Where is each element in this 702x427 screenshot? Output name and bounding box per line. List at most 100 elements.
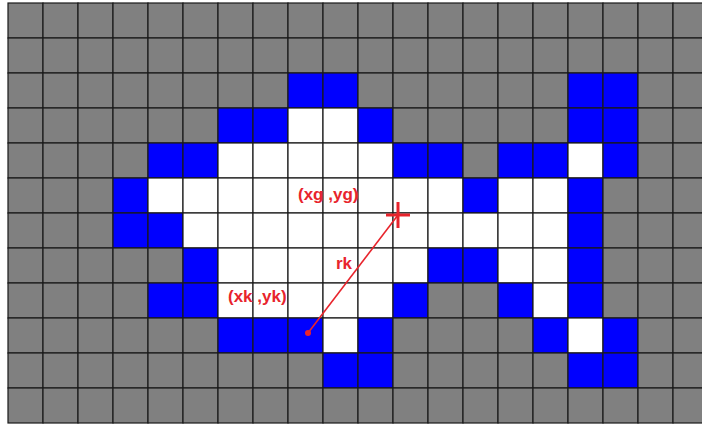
background-pixel	[113, 388, 148, 423]
background-pixel	[253, 3, 288, 38]
object-pixel	[288, 143, 323, 178]
background-pixel	[113, 108, 148, 143]
border-pixel	[428, 248, 463, 283]
background-pixel	[43, 108, 78, 143]
object-pixel	[533, 248, 568, 283]
background-pixel	[218, 3, 253, 38]
background-pixel	[8, 3, 43, 38]
background-pixel	[638, 108, 673, 143]
background-pixel	[393, 73, 428, 108]
object-pixel	[253, 248, 288, 283]
background-pixel	[673, 283, 702, 318]
background-pixel	[183, 108, 218, 143]
object-pixel	[148, 178, 183, 213]
background-pixel	[43, 3, 78, 38]
object-pixel	[218, 143, 253, 178]
background-pixel	[463, 73, 498, 108]
background-pixel	[393, 318, 428, 353]
radius-label: rk	[334, 255, 354, 274]
border-pixel	[183, 248, 218, 283]
border-pixel	[603, 143, 638, 178]
background-pixel	[533, 108, 568, 143]
background-pixel	[148, 248, 183, 283]
background-pixel	[78, 388, 113, 423]
background-pixel	[8, 283, 43, 318]
background-pixel	[148, 318, 183, 353]
object-pixel	[183, 213, 218, 248]
background-pixel	[463, 3, 498, 38]
object-pixel	[323, 213, 358, 248]
background-pixel	[113, 38, 148, 73]
background-pixel	[463, 143, 498, 178]
background-pixel	[603, 38, 638, 73]
background-pixel	[498, 3, 533, 38]
object-pixel	[428, 178, 463, 213]
background-pixel	[78, 73, 113, 108]
object-pixel	[323, 283, 358, 318]
background-pixel	[43, 38, 78, 73]
background-pixel	[288, 38, 323, 73]
border-pixel	[148, 283, 183, 318]
object-pixel	[393, 248, 428, 283]
border-pixel	[568, 178, 603, 213]
background-pixel	[78, 108, 113, 143]
background-pixel	[218, 73, 253, 108]
background-pixel	[463, 318, 498, 353]
object-pixel	[533, 283, 568, 318]
background-pixel	[43, 388, 78, 423]
background-pixel	[498, 108, 533, 143]
background-pixel	[428, 108, 463, 143]
background-pixel	[78, 143, 113, 178]
background-pixel	[183, 73, 218, 108]
centroid-label: (xg ,yg)	[296, 186, 360, 205]
background-pixel	[638, 353, 673, 388]
border-pixel	[533, 318, 568, 353]
object-pixel	[533, 213, 568, 248]
object-pixel	[253, 213, 288, 248]
border-pixel	[113, 178, 148, 213]
border-pixel	[288, 73, 323, 108]
border-pixel	[288, 318, 323, 353]
background-pixel	[673, 353, 702, 388]
object-pixel	[218, 213, 253, 248]
object-pixel	[323, 248, 358, 283]
background-pixel	[603, 283, 638, 318]
background-pixel	[8, 353, 43, 388]
background-pixel	[638, 213, 673, 248]
object-pixel	[288, 108, 323, 143]
background-pixel	[148, 388, 183, 423]
border-pixel	[603, 108, 638, 143]
background-pixel	[183, 388, 218, 423]
border-pixel	[498, 283, 533, 318]
border-pixel	[533, 143, 568, 178]
border-pixel	[358, 318, 393, 353]
object-pixel	[568, 143, 603, 178]
border-pixel	[568, 108, 603, 143]
background-pixel	[498, 388, 533, 423]
background-pixel	[8, 213, 43, 248]
border-pixel	[253, 108, 288, 143]
border-pixel	[463, 178, 498, 213]
object-pixel	[218, 248, 253, 283]
background-pixel	[533, 353, 568, 388]
background-pixel	[568, 38, 603, 73]
background-pixel	[113, 283, 148, 318]
border-pixel	[183, 283, 218, 318]
border-pixel	[603, 73, 638, 108]
background-pixel	[113, 73, 148, 108]
border-pixel	[218, 108, 253, 143]
background-pixel	[533, 38, 568, 73]
background-pixel	[218, 353, 253, 388]
background-pixel	[113, 248, 148, 283]
background-pixel	[8, 388, 43, 423]
border-pixel	[568, 283, 603, 318]
border-pixel	[183, 143, 218, 178]
background-pixel	[78, 248, 113, 283]
object-pixel	[498, 213, 533, 248]
background-pixel	[218, 388, 253, 423]
background-pixel	[463, 388, 498, 423]
background-pixel	[78, 283, 113, 318]
background-pixel	[673, 248, 702, 283]
border-pixel	[323, 73, 358, 108]
